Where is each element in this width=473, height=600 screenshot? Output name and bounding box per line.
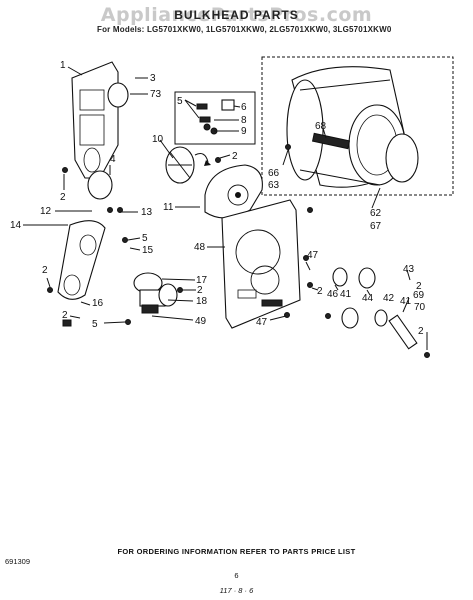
callout-41: 41 xyxy=(400,296,412,307)
callout-4: 4 xyxy=(110,154,116,165)
rear-bulkhead xyxy=(221,199,301,329)
seal-73 xyxy=(107,82,129,108)
callout-5: 5 xyxy=(177,96,183,107)
lint-housing xyxy=(57,220,106,300)
callout-49: 49 xyxy=(195,316,207,327)
hardware-inset xyxy=(174,91,256,145)
callout-73: 73 xyxy=(150,89,162,100)
callout-47: 47 xyxy=(307,250,319,261)
callout-46: 46 xyxy=(327,289,339,300)
callout-14: 14 xyxy=(10,220,22,231)
callout-5: 5 xyxy=(92,319,98,330)
callout-66: 66 xyxy=(268,168,280,179)
callout-68: 68 xyxy=(315,121,327,132)
watermark: AppliancePartsPros.com xyxy=(100,4,373,26)
drum xyxy=(286,66,419,188)
callout-15: 15 xyxy=(142,245,154,256)
page-number: 6 xyxy=(234,571,239,580)
ring-4 xyxy=(87,170,113,200)
callout-5: 5 xyxy=(142,233,148,244)
blower-wheel xyxy=(165,146,195,184)
callout-62: 62 xyxy=(370,208,382,219)
idler-assembly xyxy=(332,267,418,350)
callout-70: 70 xyxy=(414,302,426,313)
callout-2: 2 xyxy=(197,285,203,296)
callout-2: 2 xyxy=(416,281,422,292)
callout-44: 44 xyxy=(362,293,374,304)
callout-2: 2 xyxy=(232,151,238,162)
callout-2: 2 xyxy=(418,326,424,337)
callout-8: 8 xyxy=(241,115,247,126)
document-code: 691309 xyxy=(5,557,31,566)
callout-labels: 1 3 73 5 6 8 9 10 2 4 2 68 66 63 62 67 1… xyxy=(10,60,426,337)
callout-6: 6 xyxy=(241,102,247,113)
front-duct xyxy=(71,61,119,179)
callout-67: 67 xyxy=(370,221,382,232)
callout-2: 2 xyxy=(42,265,48,276)
callout-2: 2 xyxy=(317,286,323,297)
callout-42: 42 xyxy=(383,293,395,304)
leader-lines xyxy=(23,66,428,350)
callout-47: 47 xyxy=(256,317,268,328)
page-title: BULKHEAD PARTS xyxy=(174,8,299,22)
drum-group-box xyxy=(261,56,454,196)
callout-63: 63 xyxy=(268,180,280,191)
callout-41: 41 xyxy=(340,289,352,300)
revision-mark: 117 · 8 · 6 xyxy=(219,586,254,595)
callout-2: 2 xyxy=(60,192,66,203)
callout-16: 16 xyxy=(92,298,104,309)
callout-17: 17 xyxy=(196,275,208,286)
callout-11: 11 xyxy=(163,202,174,213)
callout-2: 2 xyxy=(62,310,68,321)
callout-12: 12 xyxy=(40,206,52,217)
callout-48: 48 xyxy=(194,242,206,253)
callout-1: 1 xyxy=(60,60,66,71)
ordering-note: FOR ORDERING INFORMATION REFER TO PARTS … xyxy=(117,547,356,556)
callout-18: 18 xyxy=(196,296,208,307)
model-list: For Models: LG5701XKW0, 1LG5701XKW0, 2LG… xyxy=(97,25,392,34)
callout-43: 43 xyxy=(403,264,415,275)
callout-69: 69 xyxy=(413,290,425,301)
callout-10: 10 xyxy=(152,134,164,145)
callout-9: 9 xyxy=(241,126,247,137)
callout-13: 13 xyxy=(141,207,153,218)
callout-3: 3 xyxy=(150,73,156,84)
